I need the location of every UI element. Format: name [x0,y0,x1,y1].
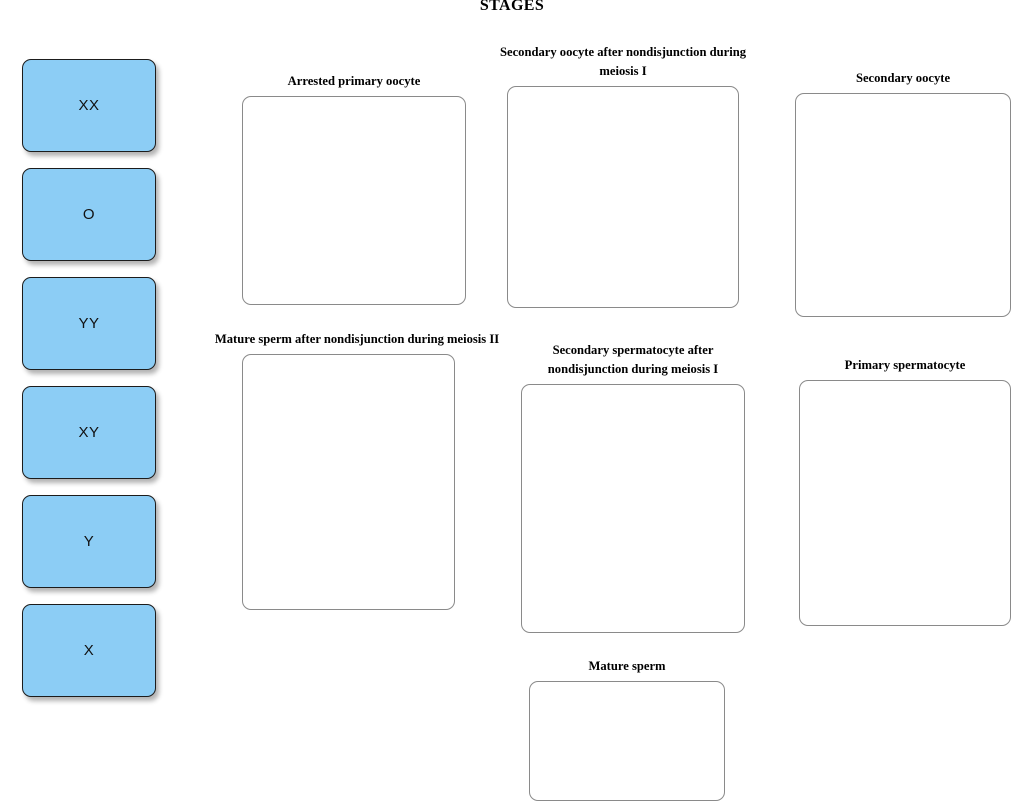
answer-tile-label: O [82,206,96,223]
answer-tile-xy[interactable]: XY [22,386,156,479]
answer-tile-xx[interactable]: XX [22,59,156,152]
answer-tile-label: X [83,642,95,659]
dropzone-group-secondary-spermatocyte-nondisjunction-meiosis-i: Secondary spermatocyte after nondisjunct… [520,341,746,633]
dropzone-group-mature-sperm: Mature sperm [529,657,725,801]
answer-tile-tray: XX O YY XY Y X [22,59,158,713]
dropzone-secondary-spermatocyte-nondisjunction-meiosis-i[interactable] [521,384,745,633]
dropzone-arrested-primary-oocyte[interactable] [242,96,466,305]
dropzone-label: Primary spermatocyte [844,358,966,372]
dropzone-group-secondary-oocyte-nondisjunction-meiosis-i: Secondary oocyte after nondisjunction du… [495,43,751,308]
dropzone-group-primary-spermatocyte: Primary spermatocyte [799,356,1011,626]
dropzone-group-arrested-primary-oocyte: Arrested primary oocyte [242,72,466,305]
answer-tile-label: XX [78,97,100,114]
answer-tile-o[interactable]: O [22,168,156,261]
dropzone-secondary-oocyte-nondisjunction-meiosis-i[interactable] [507,86,739,308]
answer-tile-y[interactable]: Y [22,495,156,588]
dropzone-secondary-oocyte[interactable] [795,93,1011,317]
dropzone-mature-sperm[interactable] [529,681,725,801]
dropzone-label: Arrested primary oocyte [287,74,421,88]
dropzone-group-mature-sperm-nondisjunction-meiosis-ii: Mature sperm after nondisjunction during… [212,330,502,610]
dropzone-group-secondary-oocyte: Secondary oocyte [795,69,1011,317]
dropzone-label: Secondary oocyte [855,71,951,85]
answer-tile-x[interactable]: X [22,604,156,697]
answer-tile-label: Y [83,533,95,550]
dropzone-label: Mature sperm [588,659,666,673]
dropzone-label: Mature sperm after nondisjunction during… [214,332,500,346]
page-title: STAGES [479,0,545,14]
dropzone-mature-sperm-nondisjunction-meiosis-ii[interactable] [242,354,455,610]
answer-tile-yy[interactable]: YY [22,277,156,370]
dropzone-label: Secondary spermatocyte after nondisjunct… [547,343,719,376]
answer-tile-label: XY [78,424,100,441]
answer-tile-label: YY [78,315,100,332]
dropzone-label: Secondary oocyte after nondisjunction du… [499,45,747,78]
dropzone-primary-spermatocyte[interactable] [799,380,1011,626]
